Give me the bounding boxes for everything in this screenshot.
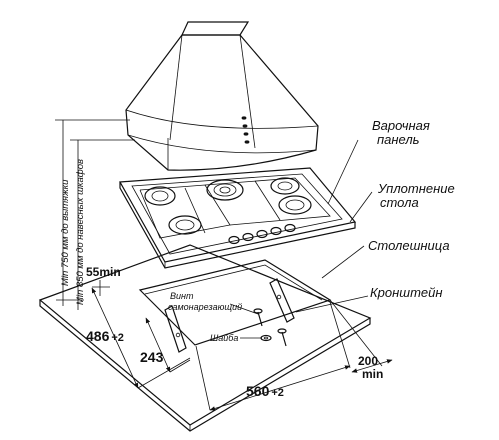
screw-icon xyxy=(253,308,287,347)
knob-icon xyxy=(228,223,296,245)
side-gap-dimension: 55min xyxy=(86,265,121,279)
leader-lines xyxy=(229,139,373,339)
worktop xyxy=(38,244,372,432)
screw-label-line1: Винт xyxy=(170,291,194,301)
burner-icon xyxy=(144,177,312,235)
dimension-lines xyxy=(91,280,393,411)
hood-height-label: Min 750 мм до вытяжки xyxy=(60,179,71,286)
hood-buttons xyxy=(241,116,250,144)
cabinet-height-label: Min 850 мм до навесных шкафов xyxy=(75,159,86,305)
hood xyxy=(125,21,319,171)
hob xyxy=(119,167,357,269)
hob-label-line1: Варочная xyxy=(372,118,430,133)
washer-icon xyxy=(260,334,272,342)
washer-label: Шайба xyxy=(210,333,238,343)
rear-gap-unit: min xyxy=(362,367,383,381)
hob-label-line2: панель xyxy=(377,132,420,147)
seal-label-line2: стола xyxy=(380,195,419,210)
rear-gap-dimension: 200 xyxy=(358,354,378,368)
bracket-left xyxy=(164,305,187,353)
bracket-offset-dimension: 243 xyxy=(140,349,164,365)
bracket-label: Кронштейн xyxy=(370,285,443,300)
depth-dimension: 486+2 xyxy=(86,328,124,344)
screw-label-line2: самонарезающий xyxy=(168,302,242,312)
seal-label-line1: Уплотнение xyxy=(377,181,455,196)
worktop-label: Столешница xyxy=(368,238,450,253)
bracket-right xyxy=(269,278,295,323)
height-dimension xyxy=(55,119,135,310)
width-dimension: 560+2 xyxy=(246,383,284,399)
